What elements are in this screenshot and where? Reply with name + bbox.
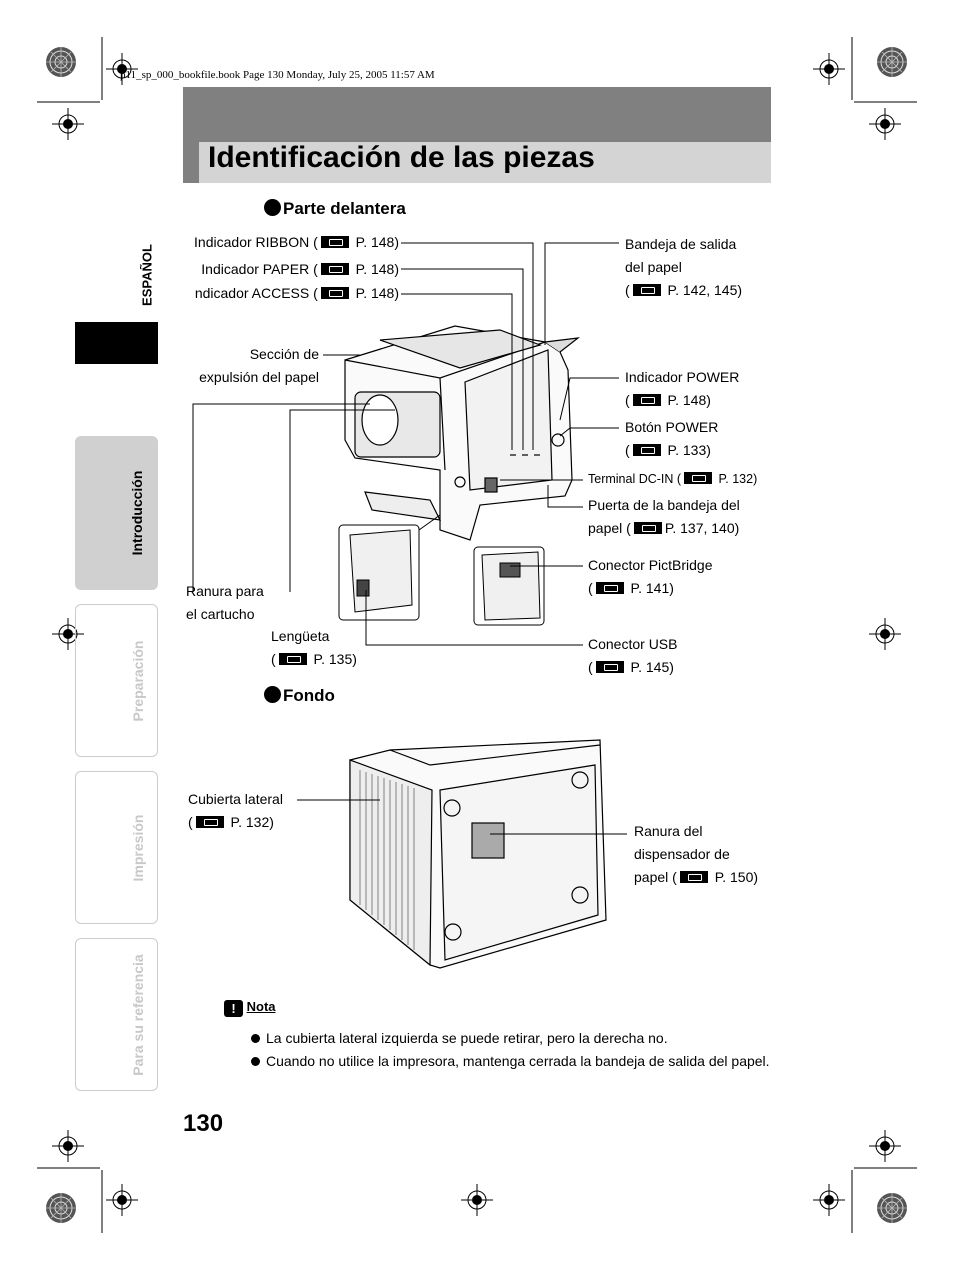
title-band (183, 87, 771, 142)
page-ref-icon (684, 472, 713, 484)
label-power-button: Botón POWER ( P. 133) (625, 419, 719, 458)
page-ref-icon (632, 394, 661, 406)
page-number: 130 (183, 1110, 224, 1137)
printer-bottom-illustration (349, 739, 607, 969)
page-ref-icon (633, 522, 662, 534)
note-heading: ! Nota (224, 999, 276, 1017)
list-item: La cubierta lateral izquierda se puede r… (250, 1028, 780, 1049)
side-tab-referencia[interactable]: Para su referencia (75, 938, 158, 1091)
page-ref-icon (320, 236, 349, 248)
title-band-light (199, 142, 771, 183)
page-ref-icon (632, 444, 661, 456)
bullet-icon (264, 199, 281, 216)
page-title: Identificación de las piezas (208, 141, 595, 174)
leader-lines-front (192, 242, 619, 646)
section-front-heading: Parte delantera (264, 199, 406, 219)
label-side-cover: Cubierta lateral ( P. 132) (188, 791, 283, 830)
label-usb: Conector USB ( P. 145) (588, 636, 678, 675)
bullet-icon (264, 686, 281, 703)
page-ref-icon (595, 582, 624, 594)
note-list: La cubierta lateral izquierda se puede r… (250, 1028, 780, 1074)
side-tab-preparacion[interactable]: Preparación (75, 604, 158, 757)
label-tab: Lengüeta ( P. 135) (271, 628, 357, 667)
list-item: Cuando no utilice la impresora, mantenga… (250, 1051, 780, 1072)
label-power-indicator: Indicador POWER ( P. 148) (625, 369, 740, 408)
page-ref-icon (679, 871, 708, 883)
side-tab-impresion[interactable]: Impresión (75, 771, 158, 924)
label-dcin: Terminal DC-IN ( P. 132) (588, 472, 758, 486)
page-ref-icon (278, 653, 307, 665)
page-ref-icon (320, 287, 349, 299)
label-pictbridge: Conector PictBridge ( P. 141) (588, 557, 713, 596)
section-bottom-heading: Fondo (264, 686, 335, 706)
label-dispenser-slot: Ranura del dispensador de papel ( P. 150… (634, 823, 759, 885)
page-ref-icon (632, 284, 661, 296)
page-ref-icon (595, 661, 624, 673)
label-access: ndicador ACCESS ( P. 148) (194, 285, 399, 301)
header-meta: p11_sp_000_bookfile.book Page 130 Monday… (120, 69, 435, 81)
side-tab-active-marker (75, 322, 158, 364)
inset-usb (338, 514, 441, 621)
side-tab-introduccion[interactable]: Introducción (75, 436, 158, 590)
page-ref-icon (195, 816, 224, 828)
page-ref-icon (320, 263, 349, 275)
label-ribbon: Indicador RIBBON ( P. 148) (194, 234, 399, 250)
label-paper: Indicador PAPER ( P. 148) (201, 261, 399, 277)
leader-lines-bottom (297, 799, 627, 835)
printer-front-illustration (344, 325, 581, 541)
registration-marks (37, 37, 917, 1233)
side-tab-language: ESPAÑOL (139, 244, 155, 306)
warning-icon: ! (224, 1000, 243, 1017)
title-band-left (183, 142, 199, 183)
label-tray-door: Puerta de la bandeja del papel (P. 137, … (588, 497, 740, 536)
inset-pictbridge (473, 546, 545, 626)
